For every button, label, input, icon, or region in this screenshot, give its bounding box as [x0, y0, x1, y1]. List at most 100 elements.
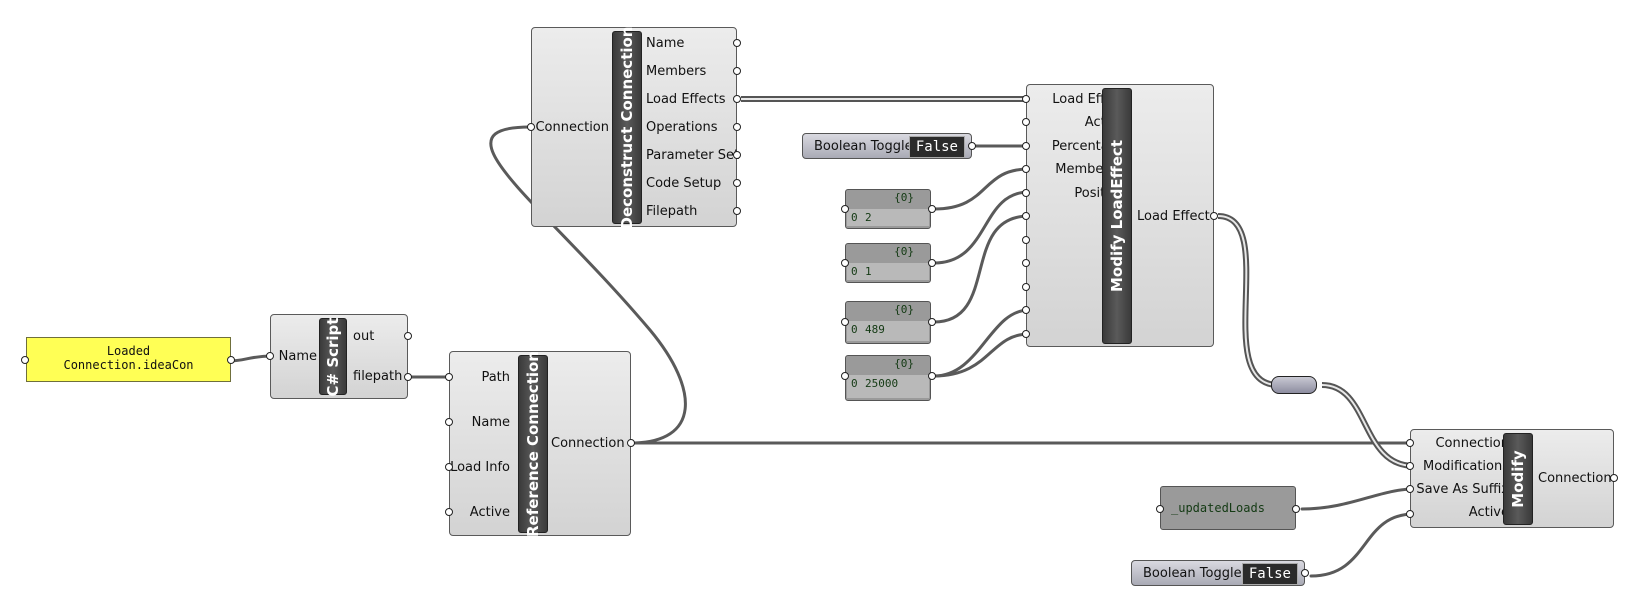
toggle-1-value[interactable]: False [908, 136, 965, 158]
wire-n4-mz [932, 332, 1031, 378]
number-3-index: 0 [851, 323, 858, 336]
number-4-in-port[interactable] [841, 372, 849, 380]
number-4-row: 0 25000 [847, 375, 929, 398]
number-1-out-port[interactable] [928, 205, 936, 213]
text-panel[interactable]: Loaded Connection.ideaCon [26, 337, 231, 382]
reference-output-connection: Connection [551, 436, 625, 451]
reference-input-load-info: Load Info [450, 460, 510, 475]
mle-port-percentage[interactable] [1022, 142, 1030, 150]
modify-port-active[interactable] [1406, 510, 1414, 518]
number-3-out-port[interactable] [928, 318, 936, 326]
mle-port-mz[interactable] [1022, 330, 1030, 338]
boolean-toggle-1[interactable]: Boolean Toggle False [802, 133, 972, 159]
deconstruct-connection-component[interactable]: Connection Deconstruct Connection Name M… [531, 26, 739, 229]
deconstruct-port-name[interactable] [733, 39, 741, 47]
modify-loadeffect-component[interactable]: Load Effect Active Percentage Member Id … [1026, 84, 1214, 347]
deconstruct-port-connection[interactable] [527, 123, 535, 131]
reference-port-active[interactable] [445, 508, 453, 516]
modify-port-modifications[interactable] [1406, 462, 1414, 470]
mle-port-my[interactable] [1022, 306, 1030, 314]
csharp-input-name: Name [278, 349, 317, 364]
wire-reference-deconstruct [489, 125, 687, 445]
modify-port-save-as-suffix[interactable] [1406, 485, 1414, 493]
panel-output-port[interactable] [227, 356, 235, 364]
deconstruct-output-filepath: Filepath [646, 204, 698, 219]
number-3-in-port[interactable] [841, 318, 849, 326]
number-1-value: 2 [865, 211, 872, 224]
number-panel-3[interactable]: {0} 0 489 [845, 301, 931, 344]
mle-port-qz[interactable] [1022, 259, 1030, 267]
mle-port-n[interactable] [1022, 212, 1030, 220]
deconstruct-port-parameter-set[interactable] [733, 151, 741, 159]
modify-title: Modify [1509, 450, 1527, 508]
reference-connection-component[interactable]: Path Name Load Info Active Reference Con… [449, 351, 631, 537]
number-4-value: 25000 [865, 377, 899, 390]
reference-port-name[interactable] [445, 418, 453, 426]
toggle-2-port[interactable] [1301, 569, 1309, 577]
modify-input-modifications: Modifications [1422, 459, 1509, 474]
csharp-title-strip: C# Script [319, 317, 347, 396]
panel-input-port[interactable] [21, 356, 29, 364]
csharp-output-out: out [353, 329, 375, 344]
deconstruct-port-code-setup[interactable] [733, 179, 741, 187]
csharp-output-filepath: filepath [353, 369, 403, 384]
wire-n2-position [932, 190, 1031, 265]
suffix-text-param[interactable]: _updatedLoads [1160, 486, 1296, 530]
toggle-2-value[interactable]: False [1241, 563, 1298, 585]
reference-input-path: Path [481, 370, 510, 385]
boolean-toggle-2[interactable]: Boolean Toggle False [1131, 560, 1305, 586]
number-2-in-port[interactable] [841, 259, 849, 267]
deconstruct-title: Deconstruct Connection [618, 26, 636, 229]
number-2-value: 1 [865, 265, 872, 278]
toggle-1-port[interactable] [968, 142, 976, 150]
reference-input-active: Active [469, 505, 510, 520]
mle-title-strip: Modify LoadEffect [1102, 88, 1132, 344]
mle-port-output[interactable] [1210, 212, 1218, 220]
number-2-index: 0 [851, 265, 858, 278]
number-1-in-port[interactable] [841, 205, 849, 213]
mle-port-position[interactable] [1022, 189, 1030, 197]
deconstruct-port-load-effects[interactable] [733, 95, 741, 103]
reference-port-connection[interactable] [627, 439, 635, 447]
reference-title-strip: Reference Connection [518, 351, 548, 537]
wire-suffix-save [1300, 487, 1416, 511]
number-4-index: 0 [851, 377, 858, 390]
mle-port-qy[interactable] [1022, 236, 1030, 244]
reference-port-load-info[interactable] [445, 463, 453, 471]
reference-input-name: Name [471, 415, 510, 430]
number-2-row: 0 1 [847, 263, 929, 280]
modify-port-connection[interactable] [1406, 439, 1414, 447]
wire-n3-n [932, 214, 1031, 324]
mle-port-mx[interactable] [1022, 283, 1030, 291]
number-2-header: {0} [894, 245, 914, 258]
number-panel-4[interactable]: {0} 0 25000 [845, 355, 931, 401]
csharp-port-out[interactable] [404, 332, 412, 340]
mle-port-load-effect[interactable] [1022, 95, 1030, 103]
deconstruct-output-code-setup: Code Setup [646, 176, 722, 191]
suffix-in-port[interactable] [1156, 505, 1164, 513]
csharp-title: C# Script [324, 317, 342, 396]
panel-line-1: Loaded [106, 344, 151, 358]
modify-port-output[interactable] [1610, 474, 1618, 482]
suffix-out-port[interactable] [1292, 505, 1300, 513]
number-4-out-port[interactable] [928, 372, 936, 380]
deconstruct-output-name: Name [646, 36, 685, 51]
modify-input-save-as-suffix: Save As Suffix [1416, 482, 1509, 497]
deconstruct-port-filepath[interactable] [733, 207, 741, 215]
toggle-2-label: Boolean Toggle [1143, 566, 1242, 581]
reference-port-path[interactable] [445, 373, 453, 381]
relay-node[interactable] [1271, 376, 1317, 394]
csharp-port-filepath[interactable] [404, 373, 412, 381]
number-2-out-port[interactable] [928, 259, 936, 267]
number-panel-1[interactable]: {0} 0 2 [845, 189, 931, 229]
deconstruct-port-operations[interactable] [733, 123, 741, 131]
csharp-port-name[interactable] [266, 352, 274, 360]
modify-output-connection: Connection [1538, 471, 1612, 486]
number-panel-2[interactable]: {0} 0 1 [845, 243, 931, 283]
csharp-script-component[interactable]: Name C# Script out filepath [270, 314, 408, 399]
mle-port-active[interactable] [1022, 118, 1030, 126]
modify-component[interactable]: Connection Modifications Save As Suffix … [1410, 429, 1614, 528]
deconstruct-port-members[interactable] [733, 67, 741, 75]
mle-port-member-id[interactable] [1022, 165, 1030, 173]
